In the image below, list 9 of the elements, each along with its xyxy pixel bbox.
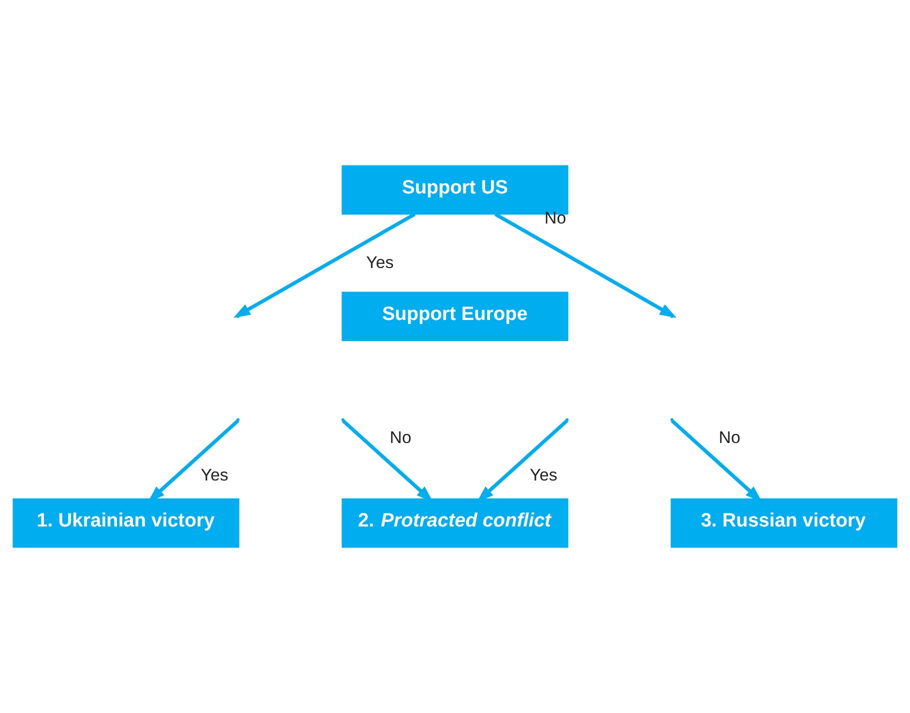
- edge-label: No: [718, 428, 740, 447]
- edge-label: Yes: [530, 466, 558, 485]
- node-box: 1. Ukrainian victory: [12, 498, 240, 548]
- edge-label: Yes: [366, 252, 394, 272]
- edge-label: Yes: [200, 466, 228, 485]
- node-box: 2. Protracted conflict: [342, 498, 568, 548]
- node-box: Support Europe: [342, 292, 568, 342]
- edge-label: No: [390, 428, 412, 447]
- node-box: 3. Russian victory: [670, 498, 898, 548]
